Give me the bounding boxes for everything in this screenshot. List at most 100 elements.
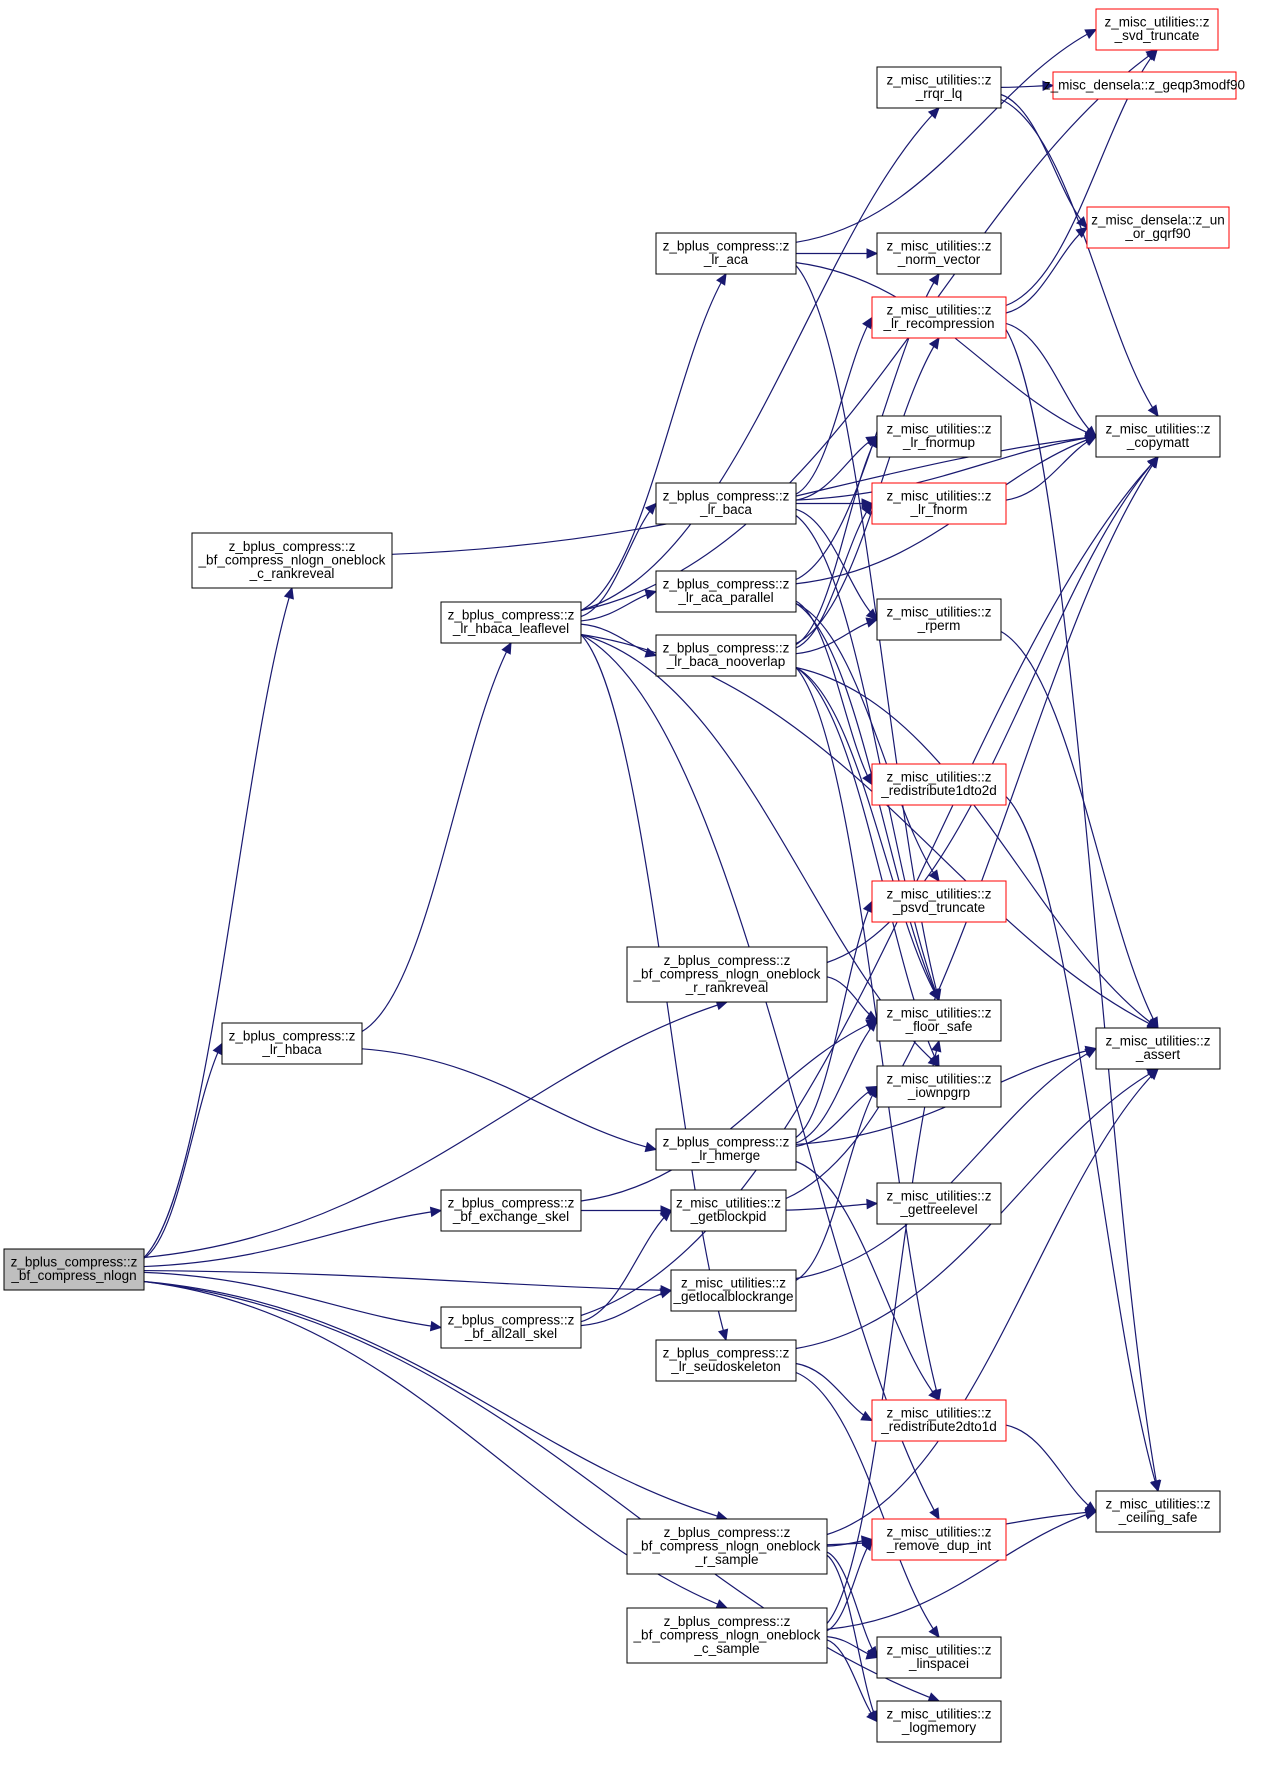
- edge-hbaca_leaflevel-to-lr_baca: [580, 503, 657, 618]
- node-box: [440, 1189, 582, 1232]
- node-label-line: _lr_aca_parallel: [677, 590, 773, 605]
- node-redistribute1dto2d[interactable]: z_misc_utilities::z_redistribute1dto2d: [871, 763, 1007, 806]
- arrowhead-lr_recompression: [928, 336, 940, 350]
- arrowhead-hbaca_leaflevel: [501, 641, 512, 655]
- edge-root-to-lr_hbaca: [143, 1043, 223, 1259]
- node-lr_fnormup[interactable]: z_misc_utilities::z_lr_fnormup: [876, 415, 1002, 458]
- edge-all2all_skel-to-copymatt: [580, 456, 1159, 1317]
- arrowhead-copymatt: [1084, 425, 1097, 438]
- node-logmemory[interactable]: z_misc_utilities::z_logmemory: [876, 1700, 1002, 1743]
- node-label-line: _redistribute1dto2d: [880, 783, 997, 798]
- node-box: [626, 1518, 828, 1575]
- arrowhead-rperm: [865, 608, 878, 621]
- arrowhead-iownpgrp: [867, 1085, 878, 1099]
- node-geqp3modf90[interactable]: z_misc_densela::z_geqp3modf90: [1044, 71, 1245, 100]
- node-label-line: z_misc_utilities::z: [886, 605, 991, 620]
- node-label-line: z_misc_utilities::z: [1105, 422, 1210, 437]
- node-label-line: _copymatt: [1126, 435, 1190, 450]
- node-box: [876, 1636, 1002, 1679]
- node-label-line: z_misc_utilities::z: [886, 422, 991, 437]
- node-label-line: z_misc_utilities::z: [886, 1006, 991, 1021]
- node-norm_vector[interactable]: z_misc_utilities::z_norm_vector: [876, 232, 1002, 275]
- arrowhead-assert: [1084, 1047, 1098, 1059]
- edges: [143, 28, 1162, 1723]
- edge-root-to-r_rankreveal: [143, 1001, 728, 1259]
- node-label-line: _lr_aca: [703, 252, 749, 267]
- node-lr_baca[interactable]: z_bplus_compress::z_lr_baca: [655, 482, 797, 525]
- node-c_sample[interactable]: z_bplus_compress::z_bf_compress_nlogn_on…: [626, 1607, 828, 1664]
- arrowhead-lr_baca: [644, 502, 657, 515]
- node-label-line: _remove_dup_int: [886, 1538, 992, 1553]
- node-getlocalblockrange[interactable]: z_misc_utilities::z_getlocalblockrange: [670, 1269, 797, 1312]
- edge-aca_parallel-to-psvd_truncate: [795, 602, 940, 882]
- node-box: [871, 1399, 1007, 1442]
- edge-r_rankreveal-to-copymatt: [826, 456, 1159, 964]
- edge-getlocalblockrange-to-assert: [795, 1047, 1097, 1280]
- node-lr_recompression[interactable]: z_misc_utilities::z_lr_recompression: [871, 296, 1007, 339]
- node-box: [670, 1269, 797, 1312]
- node-box: [440, 1306, 582, 1349]
- edge-lr_recompression-to-ceiling_safe: [1005, 329, 1159, 1492]
- node-label-line: _lr_baca_nooverlap: [666, 654, 786, 669]
- node-all2all_skel[interactable]: z_bplus_compress::z_bf_all2all_skel: [440, 1306, 582, 1349]
- node-rperm[interactable]: z_misc_utilities::z_rperm: [876, 598, 1002, 641]
- node-label-line: z_bplus_compress::z: [11, 1255, 138, 1270]
- arrowhead-un_or_gqrf90: [1076, 216, 1088, 229]
- node-remove_dup_int[interactable]: z_misc_utilities::z_remove_dup_int: [871, 1518, 1007, 1561]
- node-lr_aca[interactable]: z_bplus_compress::z_lr_aca: [655, 232, 797, 275]
- node-label-line: _psvd_truncate: [892, 900, 985, 915]
- node-label-line: z_misc_utilities::z: [886, 73, 991, 88]
- edge-lr_fnorm-to-copymatt: [1005, 435, 1097, 501]
- node-exchange_skel[interactable]: z_bplus_compress::z_bf_exchange_skel: [440, 1189, 582, 1232]
- node-iownpgrp[interactable]: z_misc_utilities::z_iownpgrp: [876, 1065, 1002, 1108]
- edge-r_sample-to-logmemory: [826, 1554, 878, 1722]
- node-label-line: _lr_seudoskeleton: [670, 1359, 781, 1374]
- edge-getblockpid-to-copymatt: [785, 456, 1159, 1200]
- node-label-line: _rrqr_lq: [915, 86, 963, 101]
- node-copymatt[interactable]: z_misc_utilities::z_copymatt: [1095, 415, 1221, 458]
- node-assert[interactable]: z_misc_utilities::z_assert: [1095, 1027, 1221, 1070]
- node-lr_hmerge[interactable]: z_bplus_compress::z_lr_hmerge: [655, 1128, 797, 1171]
- node-r_rankreveal[interactable]: z_bplus_compress::z_bf_compress_nlogn_on…: [626, 946, 828, 1003]
- node-box: [655, 232, 797, 275]
- arrowhead-svd_truncate: [1146, 49, 1158, 62]
- node-un_or_gqrf90[interactable]: z_misc_densela::z_un_or_gqrf90: [1086, 206, 1230, 249]
- node-linspacei[interactable]: z_misc_utilities::z_linspacei: [876, 1636, 1002, 1679]
- node-seudoskeleton[interactable]: z_bplus_compress::z_lr_seudoskeleton: [655, 1339, 797, 1382]
- node-rrqr_lq[interactable]: z_misc_utilities::z_rrqr_lq: [876, 66, 1002, 109]
- node-r_sample[interactable]: z_bplus_compress::z_bf_compress_nlogn_on…: [626, 1518, 828, 1575]
- node-hbaca_leaflevel[interactable]: z_bplus_compress::z_lr_hbaca_leaflevel: [440, 601, 582, 644]
- node-label-line: z_misc_utilities::z: [886, 1189, 991, 1204]
- edge-c_sample-to-floor_safe: [826, 1040, 940, 1624]
- node-label-line: z_misc_utilities::z: [886, 303, 991, 318]
- arrowhead-svd_truncate: [1084, 28, 1098, 39]
- node-ceiling_safe[interactable]: z_misc_utilities::z_ceiling_safe: [1095, 1490, 1221, 1533]
- node-gettreelevel[interactable]: z_misc_utilities::z_gettreelevel: [876, 1182, 1002, 1225]
- node-floor_safe[interactable]: z_misc_utilities::z_floor_safe: [876, 999, 1002, 1042]
- node-label-line: _bf_compress_nlogn_oneblock: [633, 966, 821, 981]
- node-svd_truncate[interactable]: z_misc_utilities::z_svd_truncate: [1095, 8, 1219, 51]
- edge-rrqr_lq-to-copymatt: [1000, 98, 1159, 417]
- node-psvd_truncate[interactable]: z_misc_utilities::z_psvd_truncate: [871, 880, 1007, 923]
- node-lr_hbaca[interactable]: z_bplus_compress::z_lr_hbaca: [221, 1022, 363, 1065]
- node-c_rankreveal[interactable]: z_bplus_compress::z_bf_compress_nlogn_on…: [191, 532, 393, 589]
- node-aca_parallel[interactable]: z_bplus_compress::z_lr_aca_parallel: [655, 570, 797, 613]
- arrowhead-floor_safe: [929, 988, 940, 1002]
- node-label-line: _ceiling_safe: [1118, 1510, 1198, 1525]
- node-root[interactable]: z_bplus_compress::z_bf_compress_nlogn: [3, 1248, 145, 1291]
- node-label-line: _r_sample: [694, 1552, 758, 1567]
- node-baca_nooverlap[interactable]: z_bplus_compress::z_lr_baca_nooverlap: [655, 634, 797, 677]
- arrowhead-redistribute1dto2d: [862, 772, 873, 786]
- node-label-line: z_misc_utilities::z: [1105, 1034, 1210, 1049]
- node-redistribute2dto1d[interactable]: z_misc_utilities::z_redistribute2dto1d: [871, 1399, 1007, 1442]
- edge-seudoskeleton-to-redistribute2dto1d: [795, 1362, 873, 1422]
- node-label-line: z_bplus_compress::z: [448, 608, 575, 623]
- edge-exchange_skel-to-floor_safe: [580, 1019, 878, 1202]
- node-label-line: _lr_hbaca: [261, 1042, 322, 1057]
- node-getblockpid[interactable]: z_misc_utilities::z_getblockpid: [670, 1189, 787, 1232]
- node-box: [1095, 8, 1219, 51]
- arrowhead-lr_aca: [716, 272, 727, 286]
- node-label-line: _bf_compress_nlogn_oneblock: [198, 552, 386, 567]
- node-lr_fnorm[interactable]: z_misc_utilities::z_lr_fnorm: [871, 482, 1007, 525]
- node-box: [876, 66, 1002, 109]
